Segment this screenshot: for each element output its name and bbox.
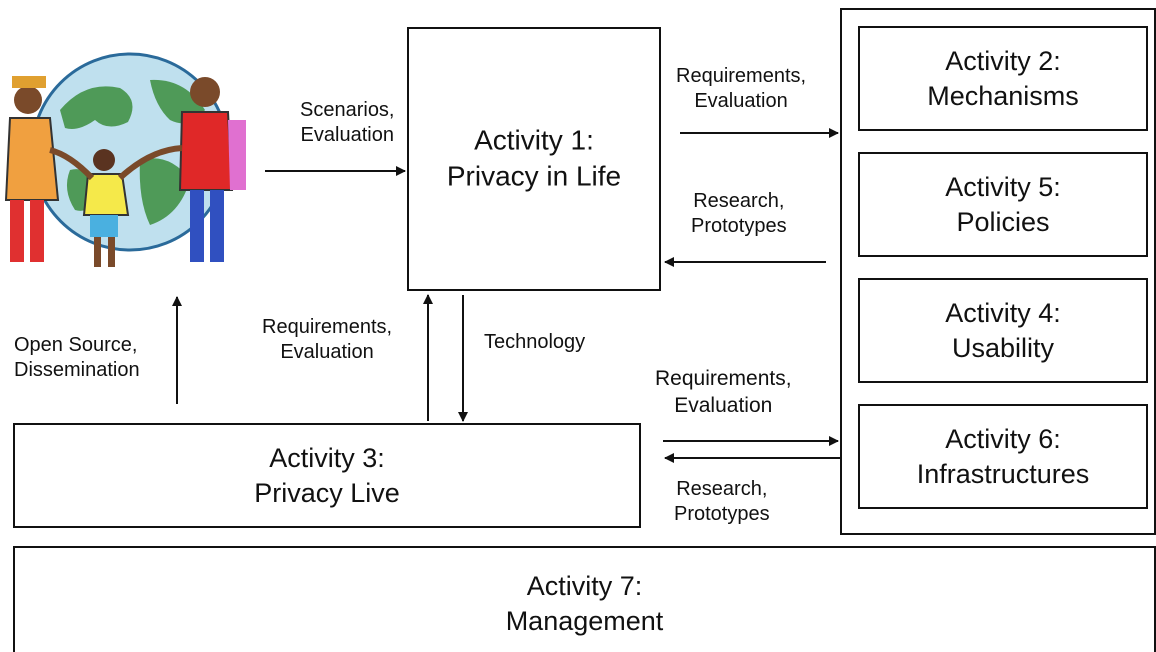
activity-2-name: Mechanisms [927, 80, 1079, 111]
label-technology: Technology [484, 330, 585, 355]
activity-4-title: Activity 4: [945, 297, 1061, 328]
label-line: Dissemination [14, 359, 140, 382]
label-line: Research, [676, 478, 768, 500]
activity-1-title: Activity 1: [474, 124, 594, 156]
activity-1-box: Activity 1: Privacy in Life [407, 27, 661, 291]
label-line: Prototypes [674, 503, 770, 526]
label-line: Requirements, [676, 65, 807, 87]
label-line: Prototypes [691, 215, 787, 238]
activity-7-title: Activity 7: [526, 571, 643, 602]
activity-6-title: Activity 6: [945, 423, 1061, 454]
activity-5-box: Activity 5: Policies [858, 152, 1148, 257]
activity-3-name: Privacy Live [254, 477, 400, 508]
activity-7-name: Management [505, 606, 664, 637]
activity-5-name: Policies [956, 206, 1050, 237]
activity-5-title: Activity 5: [945, 171, 1061, 202]
activity-7-box: Activity 7: Management [13, 546, 1156, 652]
globe-people-icon [4, 52, 246, 267]
label-requirements-evaluation-top: Requirements, Evaluation [676, 64, 806, 115]
label-research-prototypes-top: Research, Prototypes [691, 189, 787, 240]
activity-3-box: Activity 3: Privacy Live [13, 423, 641, 528]
label-line: Evaluation [280, 341, 374, 364]
label-line: Evaluation [674, 393, 773, 417]
label-line: Technology [484, 331, 586, 353]
activity-1-name: Privacy in Life [446, 161, 622, 192]
label-line: Research, [693, 190, 785, 212]
activity-6-box: Activity 6: Infrastructures [858, 404, 1148, 509]
label-open-source-dissemination: Open Source, Dissemination [14, 333, 140, 384]
activity-2-box: Activity 2: Mechanisms [858, 26, 1148, 131]
label-line: Requirements, [655, 367, 792, 390]
activity-3-title: Activity 3: [269, 442, 385, 473]
label-requirements-evaluation-bottom: Requirements, Evaluation [655, 366, 792, 419]
label-line: Open Source, [14, 334, 138, 356]
label-line: Requirements, [262, 316, 393, 338]
label-research-prototypes-bottom: Research, Prototypes [674, 477, 770, 528]
label-scenarios-evaluation: Scenarios, Evaluation [300, 98, 395, 149]
activity-4-name: Usability [951, 332, 1055, 363]
label-line: Evaluation [300, 124, 394, 147]
activity-2-title: Activity 2: [945, 45, 1061, 76]
activity-6-name: Infrastructures [916, 458, 1090, 489]
activity-4-box: Activity 4: Usability [858, 278, 1148, 383]
label-line: Evaluation [694, 90, 788, 113]
label-line: Scenarios, [300, 99, 395, 121]
label-requirements-evaluation-mid: Requirements, Evaluation [262, 315, 392, 366]
